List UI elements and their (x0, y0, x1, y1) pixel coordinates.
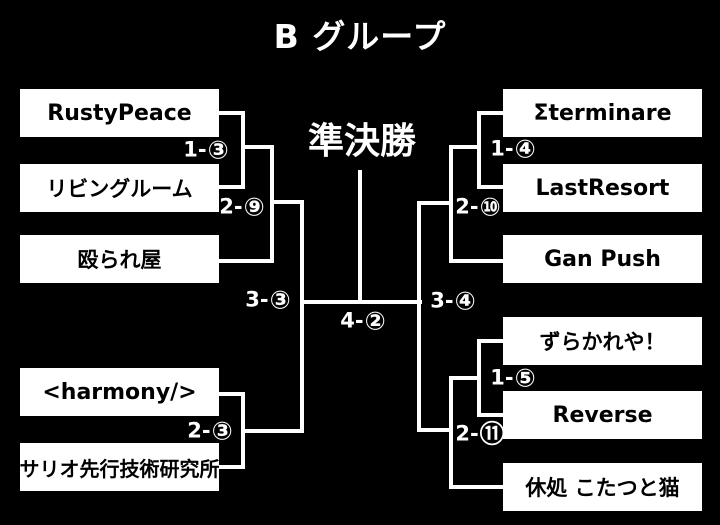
connector-line (477, 339, 503, 343)
match-label-circled-number: ② (364, 306, 386, 336)
match-label-2-10: 2-⑩ (455, 195, 501, 220)
match-label-circled-number: ④ (514, 134, 536, 164)
match-label-text: 3- (430, 288, 454, 313)
match-label-circled-number: ④ (454, 286, 476, 316)
match-label-circled-number: ⑤ (514, 363, 536, 393)
team-sigma-terminare: Σterminare (503, 89, 702, 137)
connector-line (219, 465, 245, 469)
connector-line (241, 145, 274, 149)
match-label-1-4: 1-④ (490, 137, 536, 162)
match-label-1-3: 1-③ (183, 138, 229, 163)
match-label-text: 2- (455, 194, 479, 219)
match-label-text: 2- (187, 418, 211, 443)
connector-line (449, 259, 503, 263)
connector-line (477, 111, 481, 189)
team-sario-lab: サリオ先行技術研究所 (20, 443, 220, 491)
connector-line (477, 185, 503, 189)
team-gan-push: Gan Push (503, 235, 702, 283)
match-label-circled-number: ③ (207, 135, 229, 165)
winner-stem-line (358, 170, 362, 304)
match-label-2-9: 2-⑨ (219, 195, 265, 220)
match-label-text: 3- (245, 287, 269, 312)
team-harmony: <harmony/> (20, 368, 219, 416)
match-label-text: 1- (183, 137, 207, 162)
connector-line (449, 485, 503, 489)
match-label-3-4: 3-④ (430, 289, 476, 314)
match-label-circled-number: ⑩ (479, 192, 501, 222)
match-label-2-11: 2-⑪ (455, 422, 504, 447)
match-label-text: 1- (490, 365, 514, 390)
match-label-text: 4- (340, 308, 364, 333)
connector-line (300, 200, 304, 433)
team-zurakareya: ずらかれや！ (503, 317, 702, 365)
connector-line (219, 185, 245, 189)
connector-line (417, 201, 453, 205)
connector-line (241, 429, 304, 433)
match-label-circled-number: ③ (211, 416, 233, 446)
match-label-circled-number: ⑨ (243, 192, 265, 222)
team-kotatsu-neko: 休処 こたつと猫 (503, 463, 702, 511)
connector-line (270, 200, 304, 204)
connector-line (241, 111, 245, 189)
connector-line (449, 376, 453, 489)
match-label-1-5: 1-⑤ (490, 366, 536, 391)
page-title: B グループ (273, 17, 447, 56)
connector-line (270, 145, 274, 263)
team-living-room: リビングルーム (20, 164, 219, 212)
connector-line (219, 392, 245, 396)
connector-line (417, 428, 453, 432)
match-label-text: 2- (219, 194, 243, 219)
team-rustypeace: RustyPeace (20, 89, 219, 137)
connector-line (477, 413, 503, 417)
connector-line (417, 201, 421, 432)
match-label-text: 1- (490, 136, 514, 161)
connector-line (477, 111, 503, 115)
team-lastresort: LastResort (503, 164, 702, 212)
match-label-4-2: 4-② (340, 309, 386, 334)
round-title: 準決勝 (307, 121, 416, 162)
connector-line (449, 145, 481, 149)
match-label-circled-number: ⑪ (479, 419, 505, 449)
team-nagurareya: 殴られ屋 (20, 235, 219, 283)
match-label-3-3: 3-③ (245, 288, 291, 313)
connector-line (449, 376, 481, 380)
match-label-2-3: 2-③ (187, 419, 233, 444)
match-label-circled-number: ③ (269, 285, 291, 315)
match-label-text: 2- (455, 421, 479, 446)
connector-line (219, 259, 274, 263)
connector-line (219, 111, 245, 115)
team-reverse: Reverse (503, 391, 702, 439)
